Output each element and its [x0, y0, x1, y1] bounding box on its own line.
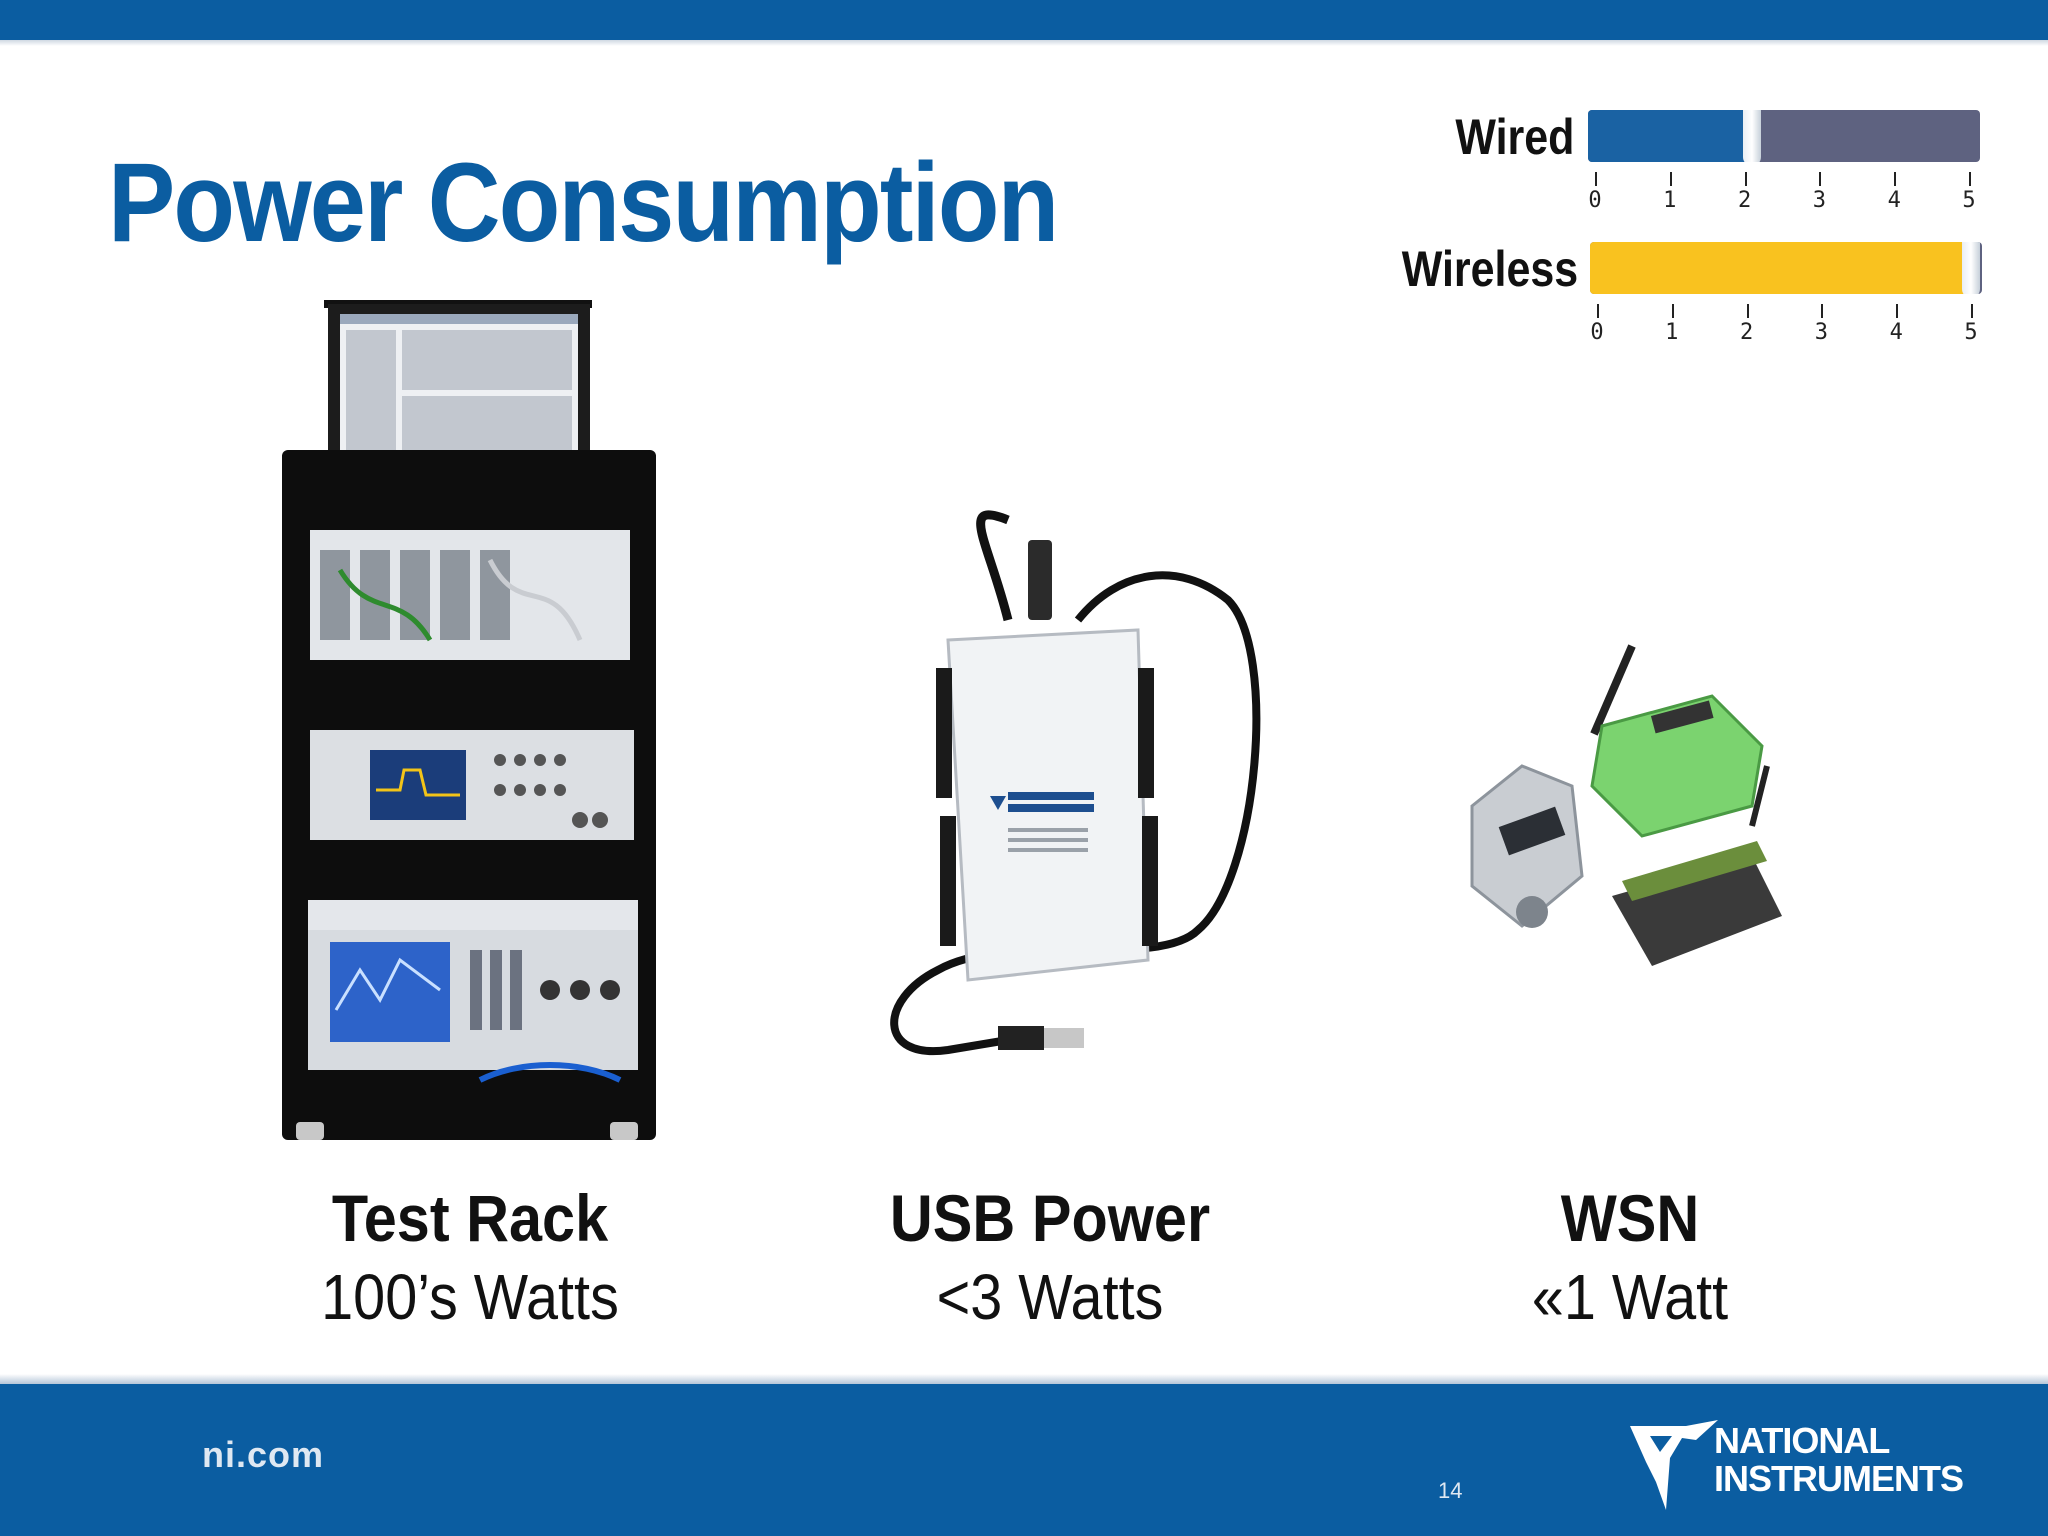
wired-gauge-label: Wired [1454, 109, 1574, 165]
scale-tick-label: 3 [1814, 320, 1829, 345]
footer-band [0, 1384, 2048, 1536]
scale-tick [1597, 304, 1599, 318]
scale-tick-label: 3 [1812, 188, 1827, 213]
caption-test-rack: Test Rack 100’s Watts [260, 1180, 680, 1334]
ni-logo-line-2: INSTRUMENTS [1714, 1458, 1964, 1499]
footer-site-link[interactable]: ni.com [202, 1434, 325, 1475]
test-rack-image [282, 300, 656, 1140]
caption-wsn-title: WSN [1560, 1181, 1700, 1255]
scale-tick [1744, 172, 1747, 186]
ni-logo: NATIONAL INSTRUMENTS [1626, 1418, 2006, 1514]
wired-gauge-needle [1743, 110, 1762, 162]
caption-usb-power: USB Power <3 Watts [840, 1180, 1260, 1334]
usb-daq-image [890, 510, 1261, 1056]
wireless-gauge-scale: 0 1 2 3 4 5 [1590, 304, 1978, 345]
footer-shade [0, 1374, 2048, 1384]
wireless-gauge-bar [1590, 242, 1982, 294]
scale-tick-label: 5 [1964, 320, 1978, 345]
top-banner [0, 0, 2048, 40]
scale-tick [1669, 172, 1672, 186]
scale-tick-label: 0 [1588, 188, 1602, 213]
caption-wsn-power: «1 Watt [1531, 1261, 1729, 1333]
scale-tick [1821, 304, 1824, 318]
caption-wsn: WSN «1 Watt [1420, 1180, 1840, 1334]
wsn-nodes-image [1470, 644, 1782, 966]
wireless-gauge-label: Wireless [1401, 241, 1578, 297]
page-number: 14 [1438, 1478, 1463, 1503]
scale-tick [1969, 172, 1971, 186]
caption-usb-power-value: <3 Watts [936, 1261, 1164, 1333]
wired-gauge-bar [1588, 110, 1980, 162]
scale-tick-label: 4 [1887, 188, 1901, 213]
scale-tick-label: 0 [1590, 320, 1604, 345]
ni-logo-line-1: NATIONAL [1714, 1420, 1890, 1461]
slide-title: Power Consumption [108, 140, 1059, 265]
scale-tick-label: 5 [1962, 188, 1976, 213]
wireless-gauge-needle [1962, 242, 1980, 294]
ni-logo-text: NATIONAL INSTRUMENTS [1714, 1420, 1964, 1499]
caption-test-rack-title: Test Rack [331, 1181, 609, 1255]
scale-tick [1595, 172, 1597, 186]
scale-tick-label: 1 [1663, 188, 1677, 213]
scale-tick [1746, 304, 1749, 318]
scale-tick [1894, 172, 1897, 186]
ni-eagle-logo-icon [1630, 1420, 1718, 1510]
wireless-gauge-fill [1590, 242, 1971, 294]
scale-tick-label: 2 [1737, 188, 1752, 213]
scale-tick [1896, 304, 1899, 318]
scale-tick-label: 2 [1739, 320, 1754, 345]
scale-tick-label: 4 [1889, 320, 1903, 345]
wired-gauge-scale: 0 1 2 3 4 5 [1588, 172, 1976, 213]
scale-tick [1971, 304, 1973, 318]
caption-test-rack-power: 100’s Watts [321, 1261, 619, 1333]
top-banner-shade [0, 40, 2048, 46]
scale-tick-label: 1 [1665, 320, 1679, 345]
scale-tick [1819, 172, 1822, 186]
wired-gauge-fill [1588, 110, 1753, 162]
caption-usb-power-title: USB Power [889, 1181, 1211, 1255]
scale-tick [1671, 304, 1674, 318]
